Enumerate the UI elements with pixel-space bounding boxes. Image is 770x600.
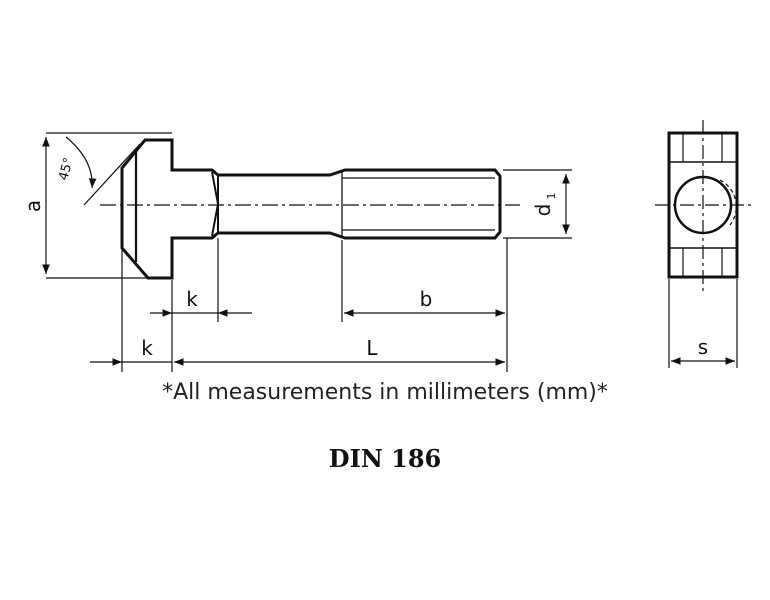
label-k-upper: k xyxy=(186,287,198,311)
neck-lines xyxy=(211,171,220,237)
standard-title: DIN 186 xyxy=(328,444,442,473)
label-k-lower: k xyxy=(141,336,153,360)
bolt-side-view xyxy=(100,138,520,280)
label-d: d xyxy=(531,204,555,217)
bolt-end-view xyxy=(655,120,752,368)
label-a: a xyxy=(21,200,45,212)
measurement-note: *All measurements in millimeters (mm)* xyxy=(162,380,608,405)
label-L: L xyxy=(366,336,378,360)
label-s: s xyxy=(698,335,708,359)
label-b: b xyxy=(420,287,433,311)
label-d-sub: 1 xyxy=(545,193,558,200)
dimensions xyxy=(42,132,572,372)
label-angle: 45° xyxy=(56,156,76,182)
angle-arc xyxy=(65,136,97,189)
bolt-outline xyxy=(120,138,502,280)
thread-lines xyxy=(341,170,495,238)
